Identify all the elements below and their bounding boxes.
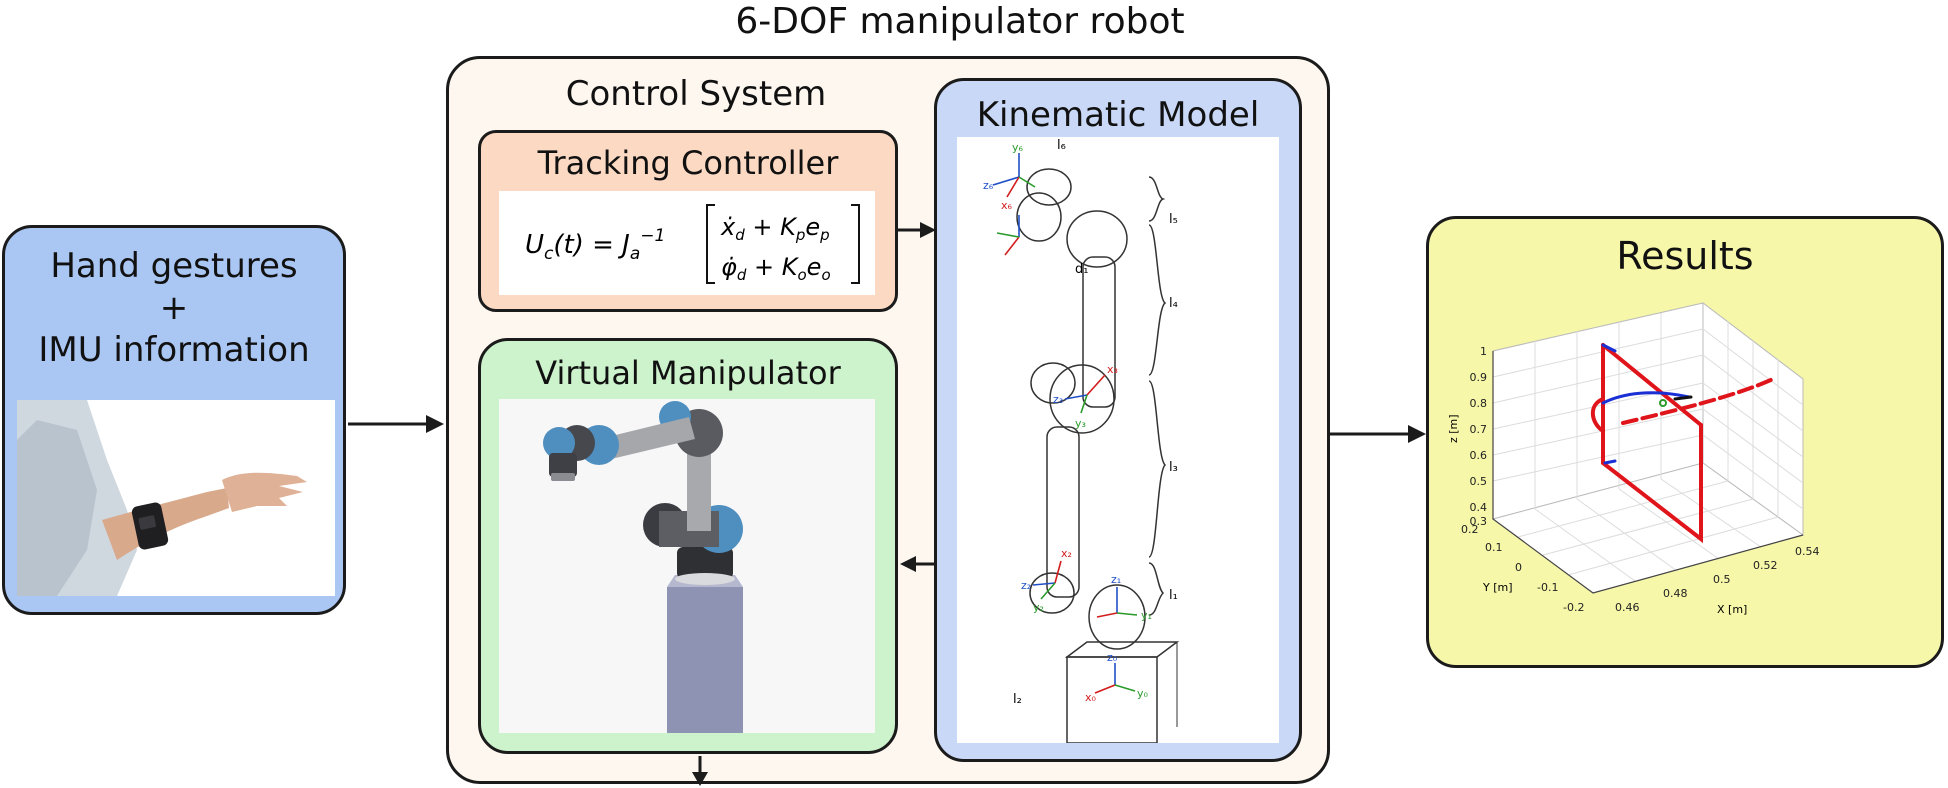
arrow-input-to-control [348, 415, 444, 433]
virtual-manipulator-title: Virtual Manipulator [535, 354, 841, 392]
control-law-equation: Uc(t) = Ja−1 ẋd + Kpep φ̇d + Koeo [499, 191, 875, 295]
label-l4: l₄ [1169, 296, 1178, 311]
svg-text:0.9: 0.9 [1470, 371, 1488, 384]
svg-text:y₂: y₂ [1033, 601, 1044, 614]
svg-text:0.2: 0.2 [1461, 523, 1479, 536]
label-l3: l₃ [1169, 460, 1178, 475]
svg-text:y₁: y₁ [1141, 609, 1152, 622]
svg-text:0.54: 0.54 [1795, 545, 1820, 558]
svg-text:y₃: y₃ [1075, 417, 1086, 430]
svg-text:Uc(t) = Ja−1: Uc(t) = Ja−1 [525, 226, 665, 264]
label-l6: l₆ [1057, 138, 1066, 153]
svg-text:0.5: 0.5 [1713, 573, 1731, 586]
svg-text:z₂: z₂ [1021, 579, 1031, 592]
svg-text:z₁: z₁ [1111, 573, 1121, 586]
input-box: Hand gestures + IMU information [2, 225, 346, 615]
arrow-tracking-to-kinematic [898, 222, 936, 238]
tracking-controller-box: Tracking Controller Uc(t) = Ja−1 ẋd + Kp… [478, 130, 898, 312]
z-axis-label: z [m] [1447, 414, 1460, 443]
svg-text:y₆: y₆ [1012, 141, 1024, 154]
svg-text:0.4: 0.4 [1470, 501, 1488, 514]
y-axis-label: Y [m] [1482, 581, 1513, 594]
tracking-controller-title: Tracking Controller [537, 144, 839, 182]
label-l1: l₁ [1169, 588, 1178, 603]
main-title: 6-DOF manipulator robot [735, 1, 1185, 42]
svg-text:0.1: 0.1 [1485, 541, 1503, 554]
x-axis-label: X [m] [1717, 603, 1747, 616]
svg-text:x₃: x₃ [1107, 363, 1118, 376]
svg-text:0.6: 0.6 [1470, 449, 1488, 462]
svg-text:-0.1: -0.1 [1537, 581, 1558, 594]
virtual-manipulator-box: Virtual Manipulator [478, 338, 898, 754]
svg-text:z₃: z₃ [1053, 393, 1063, 406]
arm-imu-image [17, 400, 335, 596]
kinematic-model-box: Kinematic Model l₅ [934, 78, 1302, 762]
svg-text:y₀: y₀ [1137, 687, 1149, 700]
control-system-title: Control System [565, 74, 827, 114]
svg-text:0.3: 0.3 [1470, 515, 1488, 528]
label-l5: l₅ [1169, 212, 1178, 227]
input-line-2: + [159, 288, 189, 328]
results-title: Results [1616, 234, 1754, 278]
arrow-kinematic-to-virtual [900, 556, 938, 572]
input-line-1: Hand gestures [50, 246, 298, 286]
svg-text:x₀: x₀ [1085, 691, 1097, 704]
svg-text:-0.2: -0.2 [1563, 601, 1584, 614]
svg-text:0.46: 0.46 [1615, 601, 1640, 614]
svg-text:0.7: 0.7 [1470, 423, 1488, 436]
svg-text:z₆: z₆ [983, 179, 994, 192]
svg-text:0.8: 0.8 [1470, 397, 1488, 410]
svg-text:ẋd + Kpep: ẋd + Kpep [720, 213, 830, 244]
svg-text:0.5: 0.5 [1470, 475, 1488, 488]
x-ticks: 0.46 0.48 0.5 0.52 0.54 [1615, 545, 1820, 614]
arrow-robot-to-results [1330, 425, 1426, 443]
z-ticks: 1 0.9 0.8 0.7 0.6 0.5 0.40.3 [1470, 345, 1488, 528]
svg-text:φ̇d + Koeo: φ̇d + Koeo [721, 253, 831, 284]
kinematic-diagram: l₅ l₄ l₃ l₁ l₆ l₂ d₁ y₆ [957, 137, 1279, 744]
arm-illustration [17, 400, 307, 596]
svg-text:x₂: x₂ [1061, 547, 1072, 560]
input-line-3: IMU information [38, 330, 310, 370]
svg-text:0: 0 [1515, 561, 1522, 574]
label-l2: l₂ [1013, 692, 1022, 707]
virtual-robot-render [499, 399, 875, 733]
arrow-control-down [692, 756, 708, 786]
svg-text:0.52: 0.52 [1753, 559, 1778, 572]
label-d1: d₁ [1075, 262, 1088, 277]
svg-text:1: 1 [1480, 345, 1487, 358]
kinematic-model-title: Kinematic Model [976, 95, 1260, 135]
svg-text:0.48: 0.48 [1663, 587, 1688, 600]
svg-text:x₆: x₆ [1001, 199, 1013, 212]
results-box: Results [1426, 216, 1944, 668]
y-ticks: 0.2 0.1 0 -0.1 -0.2 [1461, 523, 1584, 614]
svg-text:z₀: z₀ [1107, 651, 1118, 664]
